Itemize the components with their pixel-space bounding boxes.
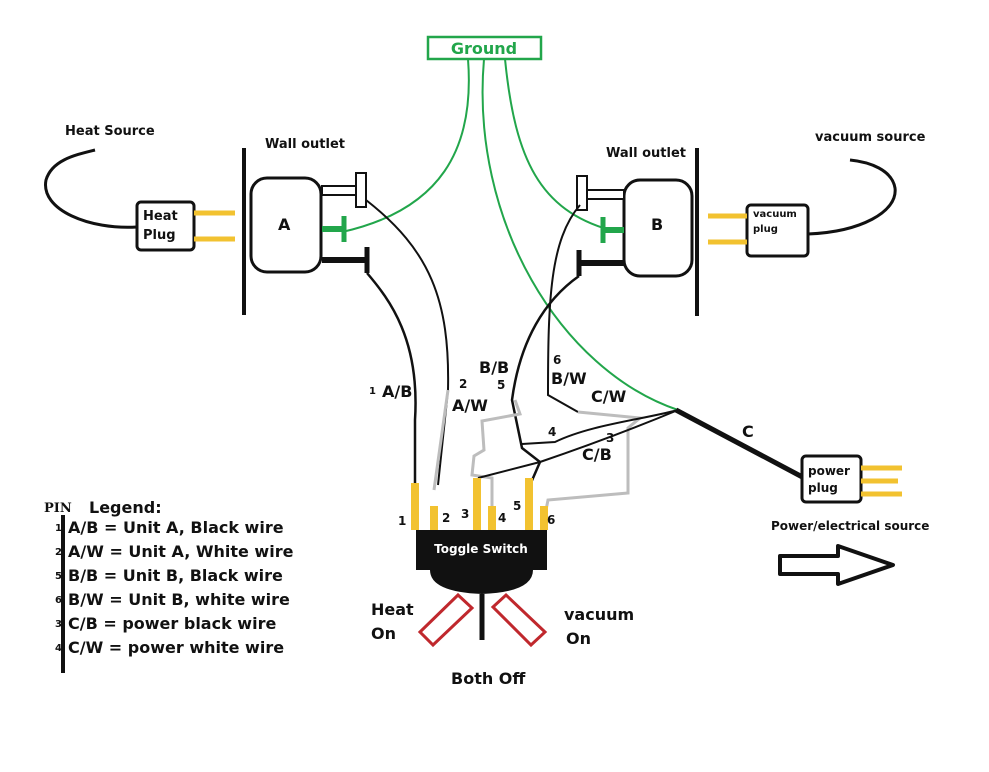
switch-pin-1 — [411, 483, 419, 530]
heat-plug-line1: Heat — [143, 209, 178, 224]
vacuum-on-line1: vacuum — [564, 605, 634, 624]
wire-ab-label: A/B — [382, 382, 412, 401]
switch-pin-3 — [473, 478, 481, 530]
wall-a-label: Wall outlet — [265, 137, 345, 152]
outlet-b-white-screw — [576, 175, 588, 211]
heat-on-line2: On — [371, 624, 396, 643]
outlet-b-white-terminal — [582, 189, 625, 200]
wire-cw-label: C/W — [591, 387, 627, 406]
wire-cb — [477, 409, 679, 479]
wire-c-label: C — [742, 422, 754, 441]
vacuum-plug-line1: vacuum — [753, 209, 797, 220]
switch-pin-6 — [540, 506, 548, 530]
wire-ab — [366, 272, 417, 485]
toggle-switch-label: Toggle Switch — [434, 542, 528, 556]
power-direction-arrow-icon — [778, 544, 895, 586]
wire-aw-pin: 2 — [459, 377, 467, 391]
wire-bb — [510, 274, 580, 486]
legend-item: B/W = Unit B, white wire — [68, 590, 290, 609]
power-cord — [674, 407, 810, 483]
switch-pin-label-1: 1 — [398, 514, 406, 528]
wire-ab-pin: 1 — [369, 386, 376, 397]
wire-aw-label: A/W — [452, 396, 488, 415]
outlet-a-letter: A — [278, 215, 291, 234]
vacuum-position-arrow-icon — [490, 592, 548, 648]
ground-wire-b — [504, 58, 611, 231]
legend-pin-5: 5 — [55, 571, 62, 582]
wire-cb-pin: 3 — [606, 431, 614, 445]
wire-bw-grey — [470, 399, 644, 511]
switch-pin-label-4: 4 — [498, 511, 506, 525]
ground-wire-a — [341, 58, 470, 233]
heat-plug — [135, 200, 196, 252]
legend-pin-6: 6 — [55, 595, 62, 606]
legend-item: A/W = Unit A, White wire — [68, 542, 294, 561]
ground-box — [426, 35, 543, 61]
wire-bw — [546, 204, 581, 413]
both-off-label: Both Off — [451, 669, 526, 688]
heat-on-line1: Heat — [371, 600, 414, 619]
wire-cw — [521, 409, 679, 445]
power-source-label: Power/electrical source — [771, 519, 929, 533]
toggle-switch-base — [430, 570, 533, 594]
switch-pin-label-3: 3 — [461, 507, 469, 521]
wire-cb-label: C/B — [582, 445, 612, 464]
switch-pin-label-2: 2 — [442, 511, 450, 525]
heat-position-arrow-icon — [417, 592, 475, 648]
wire-aw — [365, 199, 450, 486]
switch-pin-2 — [430, 506, 438, 530]
switch-pin-label-5: 5 — [513, 499, 521, 513]
vacuum-plug-line2: plug — [753, 224, 778, 235]
legend-item: C/B = power black wire — [68, 614, 276, 633]
power-plug-line1: power — [808, 464, 850, 478]
vacuum-on-line2: On — [566, 629, 591, 648]
legend-item: C/W = power white wire — [68, 638, 284, 657]
power-plug — [800, 454, 863, 504]
ground-wire-power — [481, 58, 679, 411]
legend-item: B/B = Unit B, Black wire — [68, 566, 283, 585]
vacuum-source-cord — [807, 158, 897, 236]
legend-pin-4: 4 — [55, 643, 62, 654]
switch-pin-4 — [488, 506, 496, 530]
wire-aw-grey — [432, 389, 450, 491]
wire-bw-pin: 6 — [553, 353, 561, 367]
legend-item: A/B = Unit A, Black wire — [68, 518, 284, 537]
toggle-switch-body[interactable] — [416, 530, 547, 570]
wire-bb-label: B/B — [479, 358, 509, 377]
wire-cw-pin: 4 — [548, 425, 556, 439]
legend-pin-prefix: PIN — [44, 501, 72, 516]
heat-source-label: Heat Source — [65, 124, 155, 139]
switch-pin-5 — [525, 478, 533, 530]
legend-pin-1: 1 — [55, 523, 62, 534]
vacuum-plug — [745, 203, 810, 258]
wire-bw-label: B/W — [551, 369, 587, 388]
legend-list: 1 A/B = Unit A, Black wire 2 A/W = Unit A, … — [55, 518, 294, 657]
legend-title: Legend: — [89, 498, 162, 517]
ground-label: Ground — [451, 39, 517, 58]
outlet-a-white-screw — [355, 172, 367, 208]
vacuum-source-label: vacuum source — [815, 130, 926, 145]
heat-plug-line2: Plug — [143, 228, 176, 243]
wire-bb-pin: 5 — [497, 378, 505, 392]
outlet-b-letter: B — [651, 215, 663, 234]
power-plug-line2: plug — [808, 481, 838, 495]
heat-source-cord — [44, 148, 138, 229]
outlet-a — [249, 176, 323, 274]
legend-pin-2: 2 — [55, 547, 62, 558]
legend-pin-3: 3 — [55, 619, 62, 630]
wall-b-label: Wall outlet — [606, 146, 686, 161]
switch-pin-label-6: 6 — [547, 513, 555, 527]
